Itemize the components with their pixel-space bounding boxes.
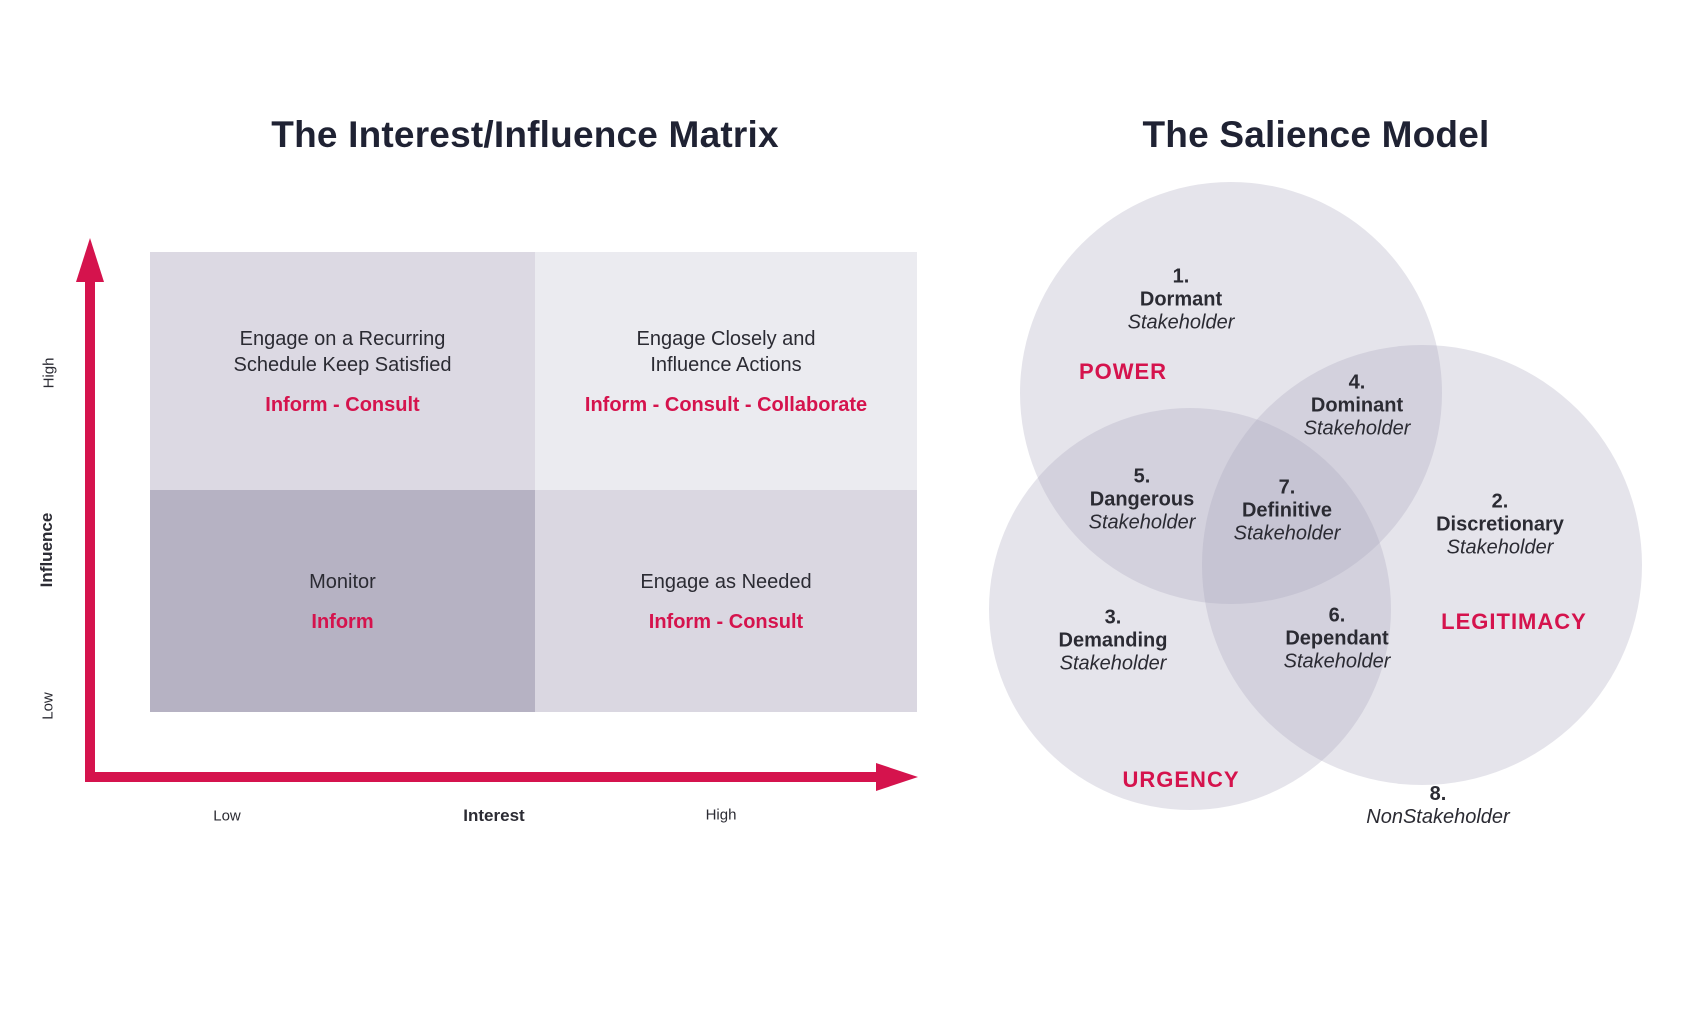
region-number: 1. xyxy=(1172,265,1190,288)
x-axis-low-label: Low xyxy=(213,807,241,825)
region-type: Stakeholder xyxy=(1303,417,1411,440)
x-axis-arrowhead-icon xyxy=(876,763,918,791)
quadrant-bottom-left: Monitor Inform xyxy=(150,490,535,712)
region-number: 2. xyxy=(1491,490,1509,513)
quadrant-top-right: Engage Closely and Influence Actions Inf… xyxy=(535,252,917,490)
power-label: POWER xyxy=(1078,359,1168,384)
region-number: 8. xyxy=(1429,783,1447,805)
region-dependant-stakeholder: 6. Dependant Stakeholder xyxy=(1284,605,1391,674)
region-number: 5. xyxy=(1133,465,1151,488)
region-name: Demanding xyxy=(1058,629,1168,652)
region-name: Discretionary xyxy=(1436,513,1564,536)
y-axis-low-label: Low xyxy=(39,692,57,720)
quadrant-action: Inform - Consult xyxy=(265,393,420,416)
region-number: 4. xyxy=(1348,371,1366,394)
quadrant-text-line: Engage Closely and xyxy=(636,327,816,350)
y-axis-title: Influence xyxy=(37,512,56,588)
quadrant-action: Inform - Consult xyxy=(648,610,804,633)
legitimacy-label: LEGITIMACY xyxy=(1441,609,1587,634)
region-type: Stakeholder xyxy=(1233,522,1341,545)
quadrant-text: Engage Closely and Influence Actions xyxy=(636,326,815,378)
salience-title: The Salience Model xyxy=(1142,114,1490,155)
matrix-title: The Interest/Influence Matrix xyxy=(271,114,779,155)
region-dangerous-stakeholder: 5. Dangerous Stakeholder xyxy=(1089,466,1196,535)
quadrant-text-line: Monitor xyxy=(309,570,376,593)
region-name: Dependant xyxy=(1285,627,1389,650)
region-type: Stakeholder xyxy=(1283,650,1391,673)
quadrant-text-line: Engage on a Recurring xyxy=(239,327,446,350)
region-type: Stakeholder xyxy=(1127,311,1235,334)
quadrant-text-line: Influence Actions xyxy=(650,353,802,376)
urgency-label: URGENCY xyxy=(1122,767,1240,792)
quadrant-top-left: Engage on a Recurring Schedule Keep Sati… xyxy=(150,252,535,490)
x-axis-title: Interest xyxy=(463,806,525,825)
region-dominant-stakeholder: 4. Dominant Stakeholder xyxy=(1304,372,1411,441)
y-axis-arrowhead-icon xyxy=(76,238,104,282)
region-definitive-stakeholder: 7. Definitive Stakeholder xyxy=(1234,477,1341,546)
quadrant-text: Engage as Needed xyxy=(640,569,811,595)
y-axis-arrow xyxy=(85,278,95,782)
region-number: 6. xyxy=(1328,604,1346,627)
quadrant-action: Inform - Consult - Collaborate xyxy=(584,393,868,416)
quadrant-text-line: Schedule Keep Satisfied xyxy=(233,353,452,376)
x-axis-high-label: High xyxy=(705,806,737,824)
quadrant-bottom-right: Engage as Needed Inform - Consult xyxy=(535,490,917,712)
region-name: Dangerous xyxy=(1089,488,1195,511)
region-type: NonStakeholder xyxy=(1366,806,1510,828)
region-demanding-stakeholder: 3. Demanding Stakeholder xyxy=(1059,607,1168,676)
region-name: Dormant xyxy=(1139,288,1223,311)
quadrant-text: Monitor xyxy=(309,569,376,595)
quadrant-text: Engage on a Recurring Schedule Keep Sati… xyxy=(234,326,452,378)
region-type: Stakeholder xyxy=(1088,511,1196,534)
y-axis-high-label: High xyxy=(40,357,58,389)
region-number: 7. xyxy=(1278,476,1296,499)
quadrant-action: Inform xyxy=(311,610,374,633)
region-name: Definitive xyxy=(1241,499,1333,522)
region-dormant-stakeholder: 1. Dormant Stakeholder xyxy=(1128,266,1235,335)
region-name: Dominant xyxy=(1310,394,1404,417)
region-number: 3. xyxy=(1104,606,1122,629)
region-discretionary-stakeholder: 2. Discretionary Stakeholder xyxy=(1436,491,1564,560)
region-type: Stakeholder xyxy=(1446,536,1554,559)
interest-influence-matrix: Engage on a Recurring Schedule Keep Sati… xyxy=(150,252,917,712)
region-type: Stakeholder xyxy=(1059,652,1167,675)
legitimacy-circle xyxy=(1202,345,1642,785)
x-axis-arrow xyxy=(85,772,880,782)
quadrant-text-line: Engage as Needed xyxy=(640,570,812,593)
region-nonstakeholder: 8. NonStakeholder xyxy=(1366,783,1509,829)
